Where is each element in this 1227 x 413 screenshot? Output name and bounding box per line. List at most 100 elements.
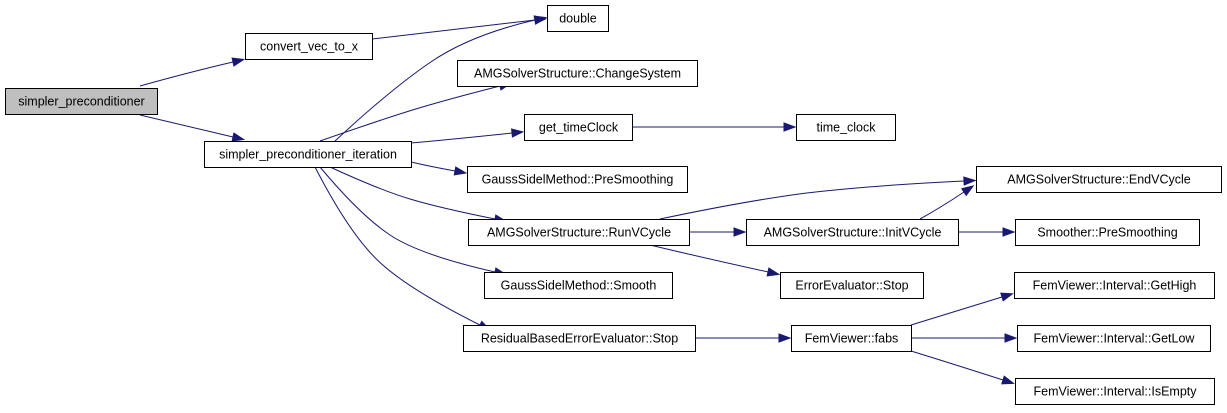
- edge-simpler-preconditioner-to-simpler-preconditioner-iteration: [139, 114, 246, 142]
- node-fem-getlow-label: FemViewer::Interval::GetLow: [1034, 332, 1196, 346]
- node-double-box[interactable]: [547, 5, 609, 32]
- edge-simpler-preconditioner-iteration-to-amgsolverstructure-changesystem: [319, 81, 513, 142]
- edge-femviewer-fabs-to-femviewer-interval-gethigh-line: [910, 296, 1003, 326]
- edge-convert-vec-to-x-to-double-line: [371, 19, 536, 40]
- node-gauss-smooth-box[interactable]: [484, 272, 673, 299]
- node-fem-getlow[interactable]: FemViewer::Interval::GetLow: [1017, 325, 1211, 352]
- edge-amgsolverstructure-runvcycle-to-amgsolverstructure-endvcycle: [659, 176, 977, 220]
- node-fem-fabs-label: FemViewer::fabs: [805, 332, 899, 346]
- node-smoother-presmoothing[interactable]: Smoother::PreSmoothing: [1015, 219, 1200, 246]
- edge-femviewer-fabs-to-femviewer-interval-isempty-line: [910, 350, 1004, 381]
- node-gauss-presmoothing-label: GaussSidelMethod::PreSmoothing: [482, 173, 674, 187]
- edge-amgsolverstructure-initvcycle-to-smoother-presmoothing-arrowhead: [1002, 227, 1016, 237]
- edge-simpler-preconditioner-to-convert-vec-to-x-arrowhead: [231, 57, 246, 67]
- node-simpler-preconditioner[interactable]: simpler_preconditioner: [5, 88, 158, 115]
- edge-simpler-preconditioner-iteration-to-double-line: [334, 19, 536, 142]
- edge-simpler-preconditioner-to-simpler-preconditioner-iteration-arrowhead: [231, 132, 246, 142]
- node-get-timeclock-label: get_timeClock: [539, 121, 619, 135]
- edge-amgsolverstructure-runvcycle-to-amgsolverstructure-endvcycle-line: [659, 180, 965, 220]
- edge-simpler-preconditioner-iteration-to-get-timeclock-line: [410, 132, 513, 144]
- node-amg-change-system[interactable]: AMGSolverStructure::ChangeSystem: [457, 60, 698, 87]
- edge-simpler-preconditioner-iteration-to-get-timeclock: [410, 128, 525, 144]
- node-time-clock-label: time_clock: [816, 121, 876, 135]
- edge-simpler-preconditioner-iteration-to-residualbasederrorevaluator-stop-line: [314, 166, 481, 326]
- edge-simpler-preconditioner-iteration-to-gausssidelmethod-smooth-line: [319, 166, 496, 273]
- node-gauss-smooth-label: GaussSidelMethod::Smooth: [501, 279, 657, 293]
- edge-femviewer-fabs-to-femviewer-interval-isempty: [910, 350, 1015, 385]
- node-amg-initvcycle-label: AMGSolverStructure::InitVCycle: [764, 226, 942, 240]
- node-smoother-presmoothing-box[interactable]: [1015, 219, 1200, 246]
- edge-simpler-preconditioner-to-convert-vec-to-x-line: [139, 61, 234, 87]
- edge-amgsolverstructure-runvcycle-to-amgsolverstructure-endvcycle-arrowhead: [963, 176, 977, 186]
- edge-amgsolverstructure-runvcycle-to-amgsolverstructure-initvcycle-arrowhead: [733, 227, 747, 237]
- edge-amgsolverstructure-initvcycle-to-amgsolverstructure-endvcycle-arrowhead: [960, 185, 975, 197]
- edge-simpler-preconditioner-iteration-to-amgsolverstructure-changesystem-line: [319, 85, 501, 142]
- edge-femviewer-fabs-to-femviewer-interval-isempty-arrowhead: [1001, 375, 1015, 385]
- node-fem-gethigh[interactable]: FemViewer::Interval::GetHigh: [1014, 272, 1215, 299]
- node-fem-fabs[interactable]: FemViewer::fabs: [791, 325, 912, 352]
- edge-get-timeclock-to-time-clock: [632, 122, 797, 132]
- edge-femviewer-fabs-to-femviewer-interval-getlow: [910, 333, 1018, 343]
- node-simpler-preconditioner-iteration-box[interactable]: [204, 141, 412, 168]
- node-residual-stop-box[interactable]: [463, 325, 696, 352]
- node-amg-runvcycle[interactable]: AMGSolverStructure::RunVCycle: [468, 219, 690, 246]
- node-double[interactable]: double: [547, 5, 609, 32]
- node-time-clock[interactable]: time_clock: [796, 114, 896, 141]
- node-fem-isempty[interactable]: FemViewer::Interval::IsEmpty: [1015, 378, 1215, 405]
- node-error-stop-box[interactable]: [780, 272, 924, 299]
- node-amg-initvcycle[interactable]: AMGSolverStructure::InitVCycle: [746, 219, 959, 246]
- node-residual-stop[interactable]: ResidualBasedErrorEvaluator::Stop: [463, 325, 696, 352]
- node-amg-initvcycle-box[interactable]: [746, 219, 959, 246]
- node-double-label: double: [559, 12, 597, 26]
- edge-get-timeclock-to-time-clock-arrowhead: [783, 122, 797, 132]
- edge-residualbasederrorevaluator-stop-to-femviewer-fabs: [694, 333, 792, 343]
- edge-simpler-preconditioner-iteration-to-gausssidelmethod-presmoothing-line: [410, 161, 456, 172]
- node-amg-endvcycle-box[interactable]: [976, 166, 1222, 193]
- node-amg-runvcycle-box[interactable]: [468, 219, 690, 246]
- edge-amgsolverstructure-runvcycle-to-errorevaluator-stop-arrowhead: [766, 267, 781, 277]
- edge-simpler-preconditioner-iteration-to-amgsolverstructure-runvcycle-line: [329, 166, 496, 220]
- edge-simpler-preconditioner-iteration-to-double: [334, 15, 548, 142]
- node-gauss-smooth[interactable]: GaussSidelMethod::Smooth: [484, 272, 673, 299]
- node-simpler-preconditioner-iteration-label: simpler_preconditioner_iteration: [219, 148, 397, 162]
- node-smoother-presmoothing-label: Smoother::PreSmoothing: [1037, 226, 1177, 240]
- node-convert-vec-to-x-label: convert_vec_to_x: [260, 40, 359, 54]
- edge-amgsolverstructure-initvcycle-to-amgsolverstructure-endvcycle: [919, 185, 975, 220]
- edge-simpler-preconditioner-iteration-to-gausssidelmethod-presmoothing-arrowhead: [453, 166, 468, 176]
- node-convert-vec-to-x[interactable]: convert_vec_to_x: [245, 33, 373, 60]
- edge-simpler-preconditioner-to-simpler-preconditioner-iteration-line: [139, 114, 234, 138]
- node-fem-gethigh-box[interactable]: [1014, 272, 1215, 299]
- node-amg-runvcycle-label: AMGSolverStructure::RunVCycle: [487, 226, 671, 240]
- edge-femviewer-fabs-to-femviewer-interval-getlow-arrowhead: [1004, 333, 1018, 343]
- node-time-clock-box[interactable]: [796, 114, 896, 141]
- node-residual-stop-label: ResidualBasedErrorEvaluator::Stop: [481, 332, 678, 346]
- node-get-timeclock[interactable]: get_timeClock: [524, 114, 633, 141]
- edge-simpler-preconditioner-to-convert-vec-to-x: [139, 57, 246, 87]
- node-fem-getlow-box[interactable]: [1017, 325, 1211, 352]
- edge-amgsolverstructure-runvcycle-to-amgsolverstructure-initvcycle: [688, 227, 747, 237]
- node-amg-endvcycle[interactable]: AMGSolverStructure::EndVCycle: [976, 166, 1222, 193]
- edges-layer: [139, 15, 1018, 385]
- node-fem-isempty-box[interactable]: [1015, 378, 1215, 405]
- edge-amgsolverstructure-initvcycle-to-amgsolverstructure-endvcycle-line: [919, 191, 965, 220]
- node-fem-fabs-box[interactable]: [791, 325, 912, 352]
- node-get-timeclock-box[interactable]: [524, 114, 633, 141]
- edge-simpler-preconditioner-iteration-to-double-arrowhead: [533, 15, 548, 25]
- edge-simpler-preconditioner-iteration-to-get-timeclock-arrowhead: [511, 128, 525, 138]
- node-simpler-preconditioner-iteration[interactable]: simpler_preconditioner_iteration: [204, 141, 412, 168]
- node-amg-change-system-box[interactable]: [457, 60, 698, 87]
- node-amg-endvcycle-label: AMGSolverStructure::EndVCycle: [1007, 173, 1190, 187]
- edge-amgsolverstructure-initvcycle-to-smoother-presmoothing: [957, 227, 1016, 237]
- node-fem-gethigh-label: FemViewer::Interval::GetHigh: [1033, 279, 1197, 293]
- node-gauss-presmoothing-box[interactable]: [467, 166, 688, 193]
- edge-femviewer-fabs-to-femviewer-interval-gethigh-arrowhead: [1000, 292, 1014, 302]
- node-amg-change-system-label: AMGSolverStructure::ChangeSystem: [474, 67, 681, 81]
- node-gauss-presmoothing[interactable]: GaussSidelMethod::PreSmoothing: [467, 166, 688, 193]
- node-simpler-preconditioner-box[interactable]: [5, 88, 158, 115]
- node-simpler-preconditioner-label: simpler_preconditioner: [18, 95, 144, 109]
- node-error-stop-label: ErrorEvaluator::Stop: [795, 279, 908, 293]
- node-convert-vec-to-x-box[interactable]: [245, 33, 373, 60]
- node-error-stop[interactable]: ErrorEvaluator::Stop: [780, 272, 924, 299]
- edge-convert-vec-to-x-to-double: [371, 15, 548, 40]
